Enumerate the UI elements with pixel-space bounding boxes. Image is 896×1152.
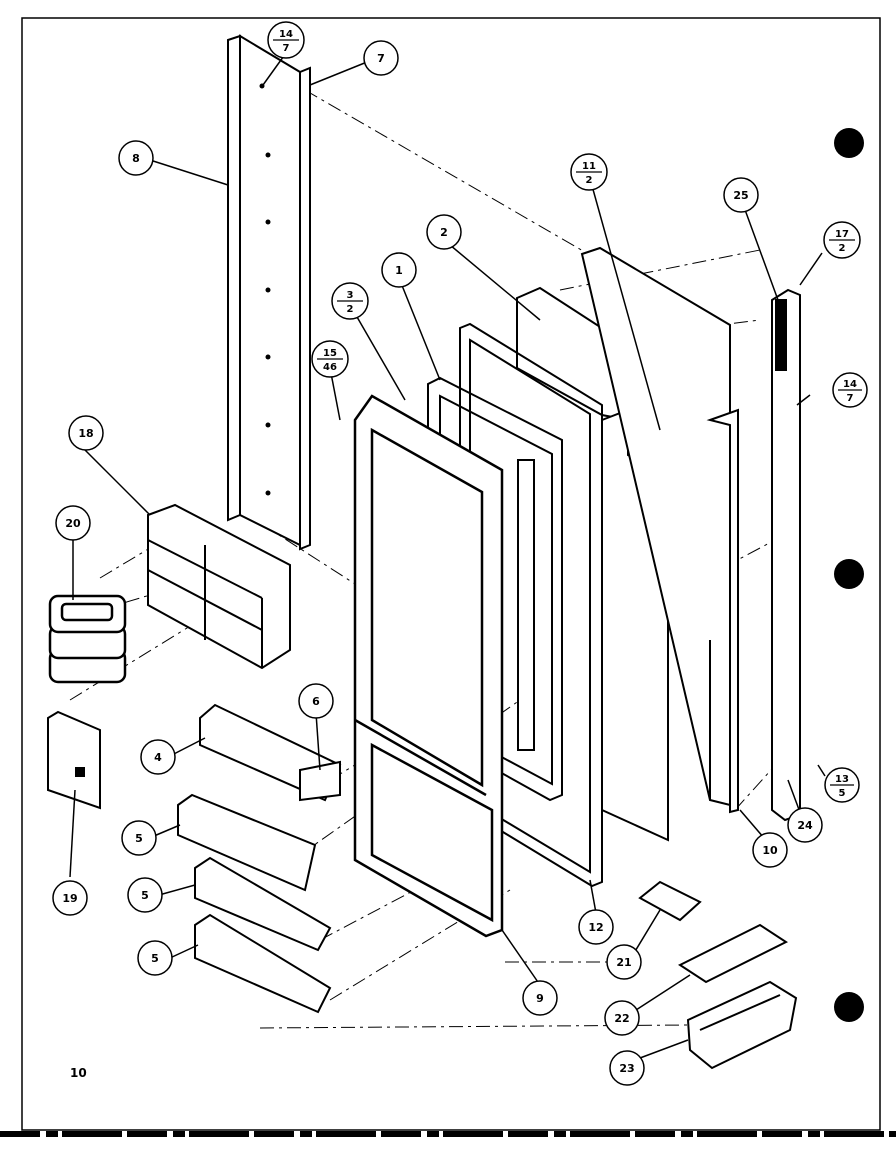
part-9-door-frame — [353, 394, 504, 938]
callout-23: 23 — [609, 1050, 645, 1086]
callout-5-c: 5 — [137, 940, 173, 976]
sheet-border — [21, 17, 881, 1131]
fraction-13-5-top: 13 — [835, 774, 849, 785]
callout-12: 12 — [578, 909, 614, 945]
callout-19: 19 — [52, 880, 88, 916]
part-8-vertical-strip — [227, 34, 311, 551]
callout-5-b: 5 — [127, 877, 163, 913]
callout-6: 6 — [298, 683, 334, 719]
binder-hole-middle — [834, 559, 864, 589]
part-2-door-liner — [516, 246, 731, 842]
callout-18-label: 18 — [78, 427, 93, 440]
callout-5-a-label: 5 — [135, 832, 143, 845]
fraction-callout-17-2: 17 2 — [823, 221, 861, 259]
callout-5-b-label: 5 — [141, 889, 149, 902]
callout-9-label: 9 — [536, 992, 544, 1005]
fraction-13-5-bottom: 5 — [839, 788, 846, 799]
fraction-11-2-top: 11 — [582, 161, 596, 172]
part-20-stacked-bins — [48, 594, 127, 684]
part-5-door-bin-3 — [194, 913, 332, 1014]
binder-hole-top — [834, 128, 864, 158]
part-22-lid — [677, 923, 789, 984]
callout-2: 2 — [426, 214, 462, 250]
callout-9: 9 — [522, 980, 558, 1016]
callout-10-label: 10 — [762, 844, 778, 857]
callout-22: 22 — [604, 1000, 640, 1036]
part-21-tray — [638, 880, 702, 922]
callout-4-label: 4 — [154, 751, 162, 764]
fraction-14-7-bottom: 7 — [283, 43, 290, 54]
fraction-15-46-top: 15 — [323, 348, 337, 359]
part-18-shelf-unit — [147, 503, 291, 670]
callout-18: 18 — [68, 415, 104, 451]
callout-25-label: 25 — [733, 189, 748, 202]
callout-21: 21 — [606, 944, 642, 980]
callout-8: 8 — [118, 140, 154, 176]
callout-5-c-label: 5 — [151, 952, 159, 965]
callout-22-label: 22 — [614, 1012, 629, 1025]
fraction-callout-11-2: 11 2 — [570, 153, 608, 191]
fraction-callout-3-2: 3 2 — [331, 282, 369, 320]
part-23-ice-bin — [686, 980, 798, 1070]
fraction-callout-14-7-right: 14 7 — [832, 372, 868, 408]
callout-12-label: 12 — [588, 921, 603, 934]
callout-10: 10 — [752, 832, 788, 868]
fraction-14-7-right-bottom: 7 — [847, 393, 854, 404]
fraction-15-46-bottom: 46 — [323, 362, 337, 373]
callout-19-label: 19 — [62, 892, 77, 905]
fraction-callout-15-46: 15 46 — [311, 340, 349, 378]
callout-7-label: 7 — [377, 52, 385, 65]
callout-2-label: 2 — [440, 226, 448, 239]
callout-7: 7 — [363, 40, 399, 76]
fraction-3-2-top: 3 — [347, 290, 354, 301]
callout-23-label: 23 — [619, 1062, 634, 1075]
callout-20: 20 — [55, 505, 91, 541]
callout-1: 1 — [381, 252, 417, 288]
part-24-side-strip — [706, 288, 801, 822]
part-5-door-bin-2 — [194, 856, 332, 952]
fraction-3-2-bottom: 2 — [347, 304, 354, 315]
callout-8-label: 8 — [132, 152, 140, 165]
page-number: 10 — [70, 1066, 87, 1080]
callout-25: 25 — [723, 177, 759, 213]
callout-5-a: 5 — [121, 820, 157, 856]
callout-1-label: 1 — [395, 264, 403, 277]
fraction-14-7-right-top: 14 — [843, 379, 857, 390]
fraction-17-2-bottom: 2 — [839, 243, 846, 254]
callout-24: 24 — [787, 807, 823, 843]
callout-20-label: 20 — [65, 517, 81, 530]
part-5-door-bin-1 — [177, 793, 317, 892]
callout-6-label: 6 — [312, 695, 320, 708]
part-19-panel — [47, 710, 101, 810]
fraction-callout-14-7: 14 7 — [267, 21, 305, 59]
callout-21-label: 21 — [616, 956, 631, 969]
fraction-14-7-top: 14 — [279, 29, 293, 40]
fraction-17-2-top: 17 — [835, 229, 849, 240]
fraction-callout-13-5: 13 5 — [824, 767, 860, 803]
leader-lines — [69, 52, 826, 1059]
callout-24-label: 24 — [797, 819, 813, 832]
fraction-11-2-bottom: 2 — [586, 175, 593, 186]
callout-4: 4 — [140, 739, 176, 775]
binder-hole-bottom — [834, 992, 864, 1022]
